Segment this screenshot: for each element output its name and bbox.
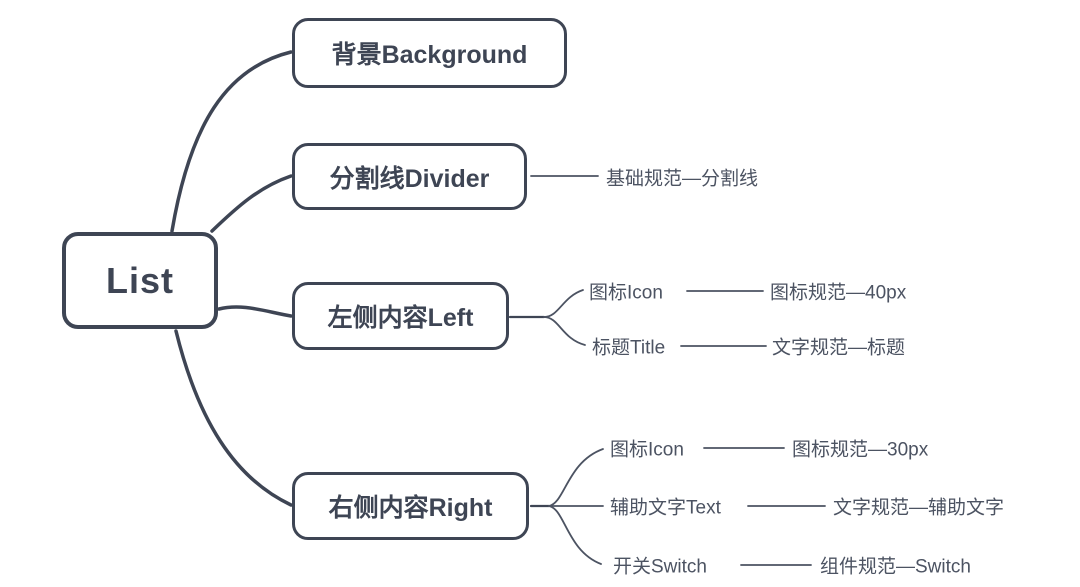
- connector-right-fork-down: [548, 505, 602, 565]
- connector-root-left: [217, 305, 293, 318]
- node-divider[interactable]: 分割线Divider: [292, 143, 527, 210]
- leaf-right-switch-detail[interactable]: 组件规范—Switch: [820, 556, 971, 578]
- node-left-content-label: 左侧内容Left: [327, 304, 474, 332]
- connector-root-background: [170, 50, 293, 233]
- node-left-content[interactable]: 左侧内容Left: [292, 282, 509, 350]
- leaf-left-icon[interactable]: 图标Icon: [589, 282, 663, 304]
- node-background[interactable]: 背景Background: [292, 18, 567, 88]
- leaf-left-title[interactable]: 标题Title: [592, 337, 666, 359]
- leaf-right-icon-detail[interactable]: 图标规范—30px: [792, 439, 929, 461]
- node-root-label: List: [105, 259, 174, 301]
- connector-right-fork-up: [548, 448, 604, 507]
- connector-left-fork-down: [543, 316, 586, 346]
- leaf-right-text-detail[interactable]: 文字规范—辅助文字: [833, 497, 1005, 519]
- connector-left-fork-up: [543, 289, 584, 318]
- node-right-content[interactable]: 右侧内容Right: [292, 472, 529, 540]
- leaf-left-title-detail[interactable]: 文字规范—标题: [772, 337, 906, 359]
- node-background-label: 背景Background: [331, 41, 528, 69]
- leaf-divider-spec[interactable]: 基础规范—分割线: [606, 168, 759, 190]
- leaf-right-icon[interactable]: 图标Icon: [610, 439, 684, 461]
- leaf-left-icon-detail[interactable]: 图标规范—40px: [770, 282, 907, 304]
- leaf-right-text[interactable]: 辅助文字Text: [610, 497, 721, 519]
- node-right-content-label: 右侧内容Right: [328, 494, 493, 522]
- connector-root-divider: [210, 174, 293, 233]
- connector-root-right: [174, 329, 293, 507]
- node-root[interactable]: List: [62, 232, 218, 329]
- leaf-right-switch[interactable]: 开关Switch: [613, 556, 707, 578]
- node-divider-label: 分割线Divider: [329, 164, 490, 193]
